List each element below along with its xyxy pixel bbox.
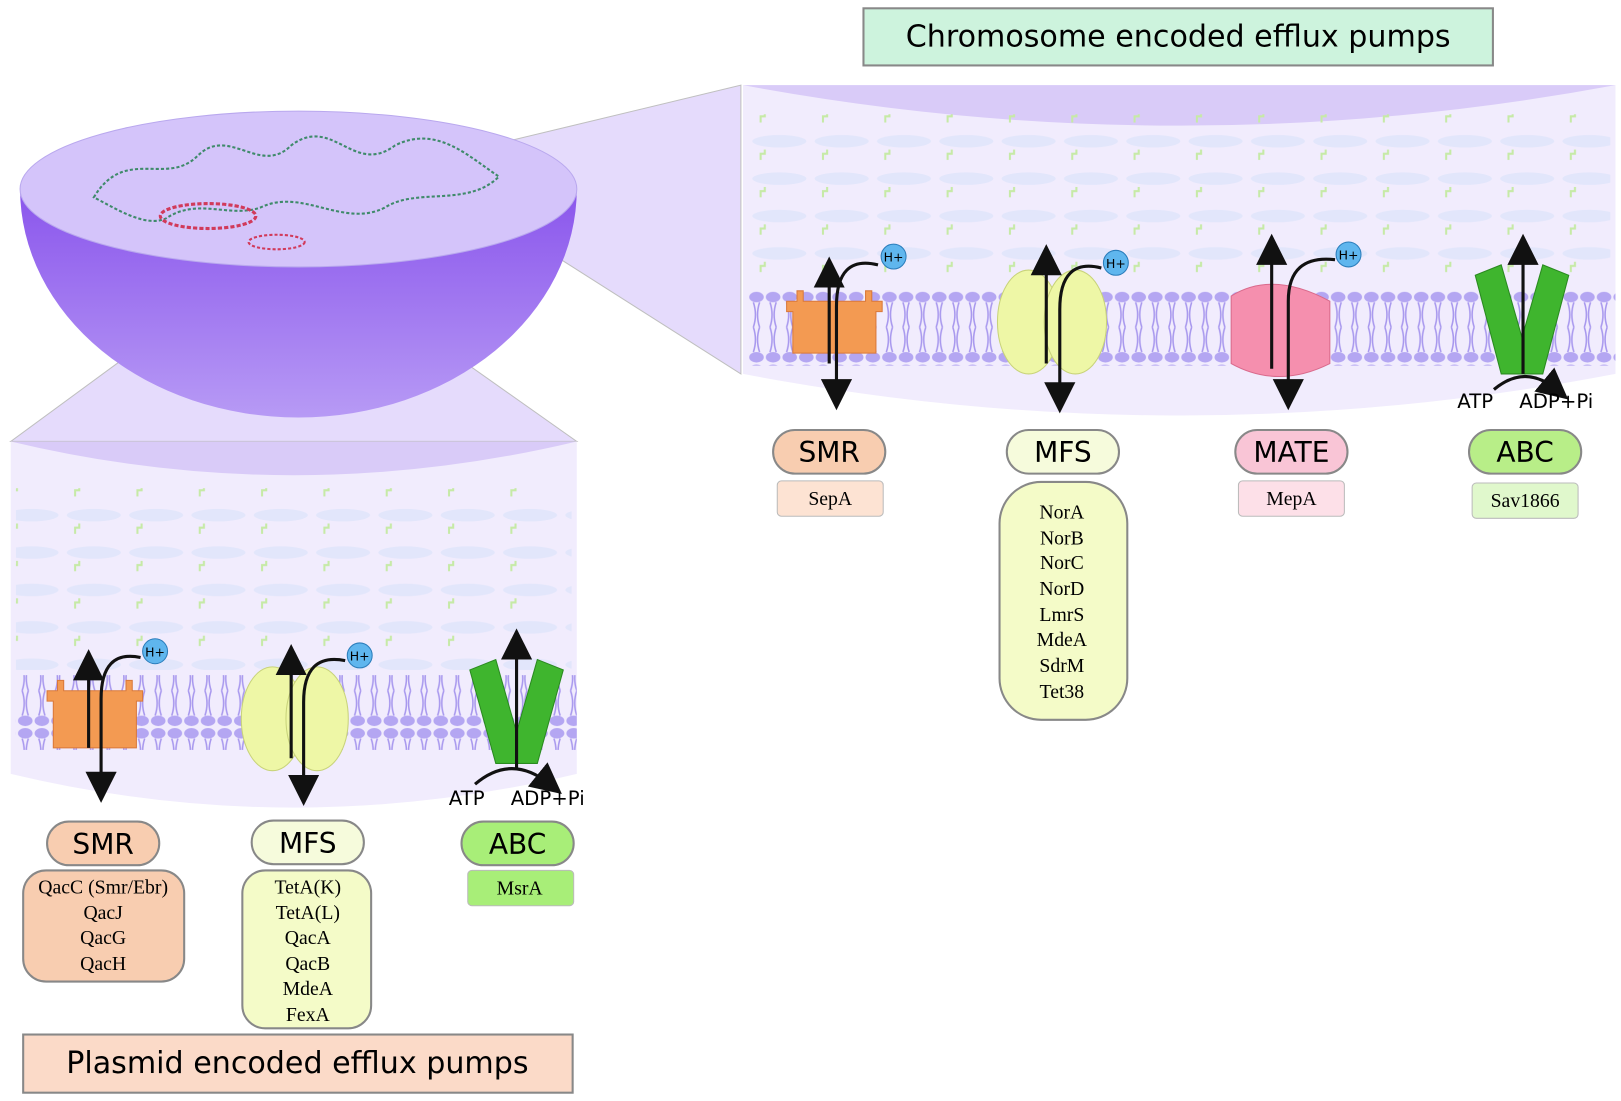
family-mfs-chromosome: MFS NorA NorB NorC NorD LmrS MdeA SdrM T… xyxy=(998,428,1129,721)
svg-text:ABC: ABC xyxy=(1496,436,1554,469)
svg-text:QacG: QacG xyxy=(80,927,126,949)
svg-text:NorC: NorC xyxy=(1040,552,1084,574)
svg-text:H+: H+ xyxy=(1339,248,1359,263)
atp-label: ATP xyxy=(1457,390,1493,413)
svg-text:NorD: NorD xyxy=(1039,578,1084,600)
svg-text:QacA: QacA xyxy=(285,927,332,949)
abc-pump xyxy=(1474,264,1570,375)
svg-text:SMR: SMR xyxy=(72,828,133,861)
chromosome-membrane-panel xyxy=(742,85,1616,416)
svg-text:QacC (Smr/Ebr): QacC (Smr/Ebr) xyxy=(38,876,168,898)
svg-text:MFS: MFS xyxy=(279,827,337,860)
svg-text:Tet38: Tet38 xyxy=(1040,681,1085,703)
adp-label: ADP+Pi xyxy=(511,787,585,810)
family-smr-plasmid: SMR QacC (Smr/Ebr) QacJ QacG QacH xyxy=(22,820,186,983)
svg-text:LmrS: LmrS xyxy=(1039,604,1084,626)
mfs-pump xyxy=(240,666,349,772)
family-smr-chromosome: SMR SepA xyxy=(772,428,887,517)
svg-text:MsrA: MsrA xyxy=(497,877,544,899)
svg-text:MdeA: MdeA xyxy=(1037,629,1088,651)
family-mfs-plasmid: MFS TetA(K) TetA(L) QacA QacB MdeA FexA xyxy=(241,819,373,1030)
plasmid-large xyxy=(158,202,258,231)
svg-text:H+: H+ xyxy=(1106,256,1126,271)
svg-text:MATE: MATE xyxy=(1253,436,1329,469)
bacterial-cell xyxy=(19,110,578,418)
plasmid-title-box: Plasmid encoded efflux pumps xyxy=(22,1033,574,1094)
abc-pump xyxy=(469,658,564,764)
svg-text:SdrM: SdrM xyxy=(1039,655,1084,677)
svg-text:H+: H+ xyxy=(350,649,370,664)
mate-pump xyxy=(1230,283,1331,377)
svg-text:MFS: MFS xyxy=(1034,436,1092,469)
svg-text:Chromosome encoded efflux pump: Chromosome encoded efflux pumps xyxy=(906,20,1451,55)
proton-icon: H+ xyxy=(142,638,169,665)
svg-text:SepA: SepA xyxy=(808,488,853,510)
svg-text:SMR: SMR xyxy=(798,436,859,469)
chromosome-title-box: Chromosome encoded efflux pumps xyxy=(862,7,1494,67)
svg-text:H+: H+ xyxy=(884,250,904,265)
svg-text:Plasmid encoded efflux pumps: Plasmid encoded efflux pumps xyxy=(66,1046,528,1081)
smr-pump xyxy=(786,290,883,354)
svg-text:FexA: FexA xyxy=(286,1004,331,1026)
transport-arrows xyxy=(73,233,1569,807)
svg-text:Sav1866: Sav1866 xyxy=(1491,490,1560,512)
svg-text:QacH: QacH xyxy=(80,953,126,975)
svg-text:TetA(L): TetA(L) xyxy=(276,902,340,924)
svg-text:QacJ: QacJ xyxy=(83,902,123,924)
svg-text:H+: H+ xyxy=(145,644,165,659)
family-mate-chromosome: MATE MepA xyxy=(1234,428,1349,517)
family-abc-plasmid: ABC MsrA xyxy=(460,820,575,907)
proton-icon: H+ xyxy=(346,642,373,669)
plasmid-small xyxy=(247,233,306,251)
svg-text:QacB: QacB xyxy=(285,953,330,975)
atp-label: ATP xyxy=(449,787,485,810)
family-abc-chromosome: ABC Sav1866 xyxy=(1467,428,1583,519)
proton-icon: H+ xyxy=(1102,249,1129,276)
proton-icon: H+ xyxy=(1335,241,1362,268)
chromosome-dna xyxy=(92,135,501,222)
smr-pump xyxy=(46,679,144,749)
proton-icon: H+ xyxy=(880,243,907,270)
svg-text:NorA: NorA xyxy=(1039,501,1085,523)
svg-text:MdeA: MdeA xyxy=(283,978,334,1000)
adp-label: ADP+Pi xyxy=(1519,390,1593,413)
svg-text:MepA: MepA xyxy=(1266,488,1317,510)
svg-text:NorB: NorB xyxy=(1040,527,1084,549)
svg-text:ABC: ABC xyxy=(489,828,547,861)
svg-text:TetA(K): TetA(K) xyxy=(275,876,342,898)
